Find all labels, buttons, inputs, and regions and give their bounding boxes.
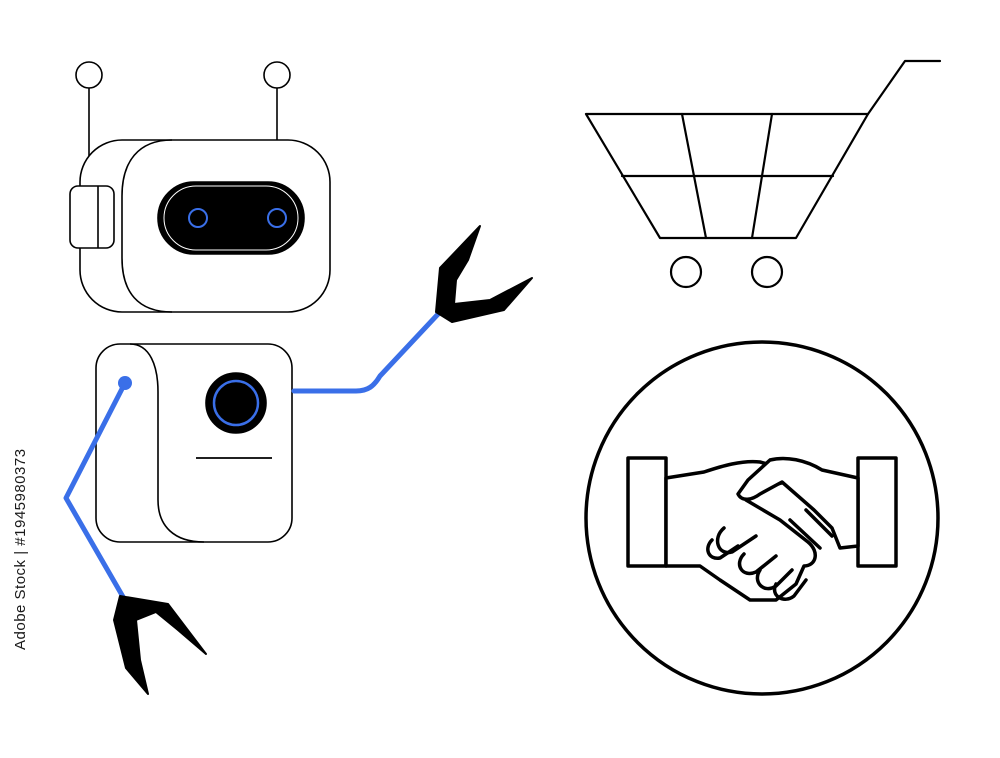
- robot-shoulder-joint: [118, 376, 132, 390]
- right-hand: [736, 456, 860, 550]
- robot-left-arm: [63, 380, 129, 605]
- handshake-badge: [584, 340, 940, 696]
- cart-wheel-left: [669, 255, 703, 289]
- robot-claws: [113, 225, 533, 695]
- right-cuff: [856, 456, 898, 568]
- cart-handle: [866, 59, 942, 116]
- upper-claw-icon: [435, 225, 533, 323]
- robot-body: [95, 343, 293, 543]
- robot-head: [69, 139, 331, 313]
- left-cuff: [626, 456, 668, 568]
- robot-right-arm: [291, 309, 443, 394]
- handshake-icon: [626, 456, 898, 602]
- left-hand: [664, 459, 817, 602]
- cart-basket: [584, 112, 870, 240]
- robot-antennas: [75, 61, 291, 185]
- robot-arms: [63, 309, 443, 605]
- robot-icon: [69, 61, 331, 543]
- stock-id-watermark: Adobe Stock | #1945980373: [12, 448, 29, 650]
- shopping-cart-icon: [584, 59, 942, 289]
- cart-wheel-right: [750, 255, 784, 289]
- lower-claw-icon: [113, 595, 207, 695]
